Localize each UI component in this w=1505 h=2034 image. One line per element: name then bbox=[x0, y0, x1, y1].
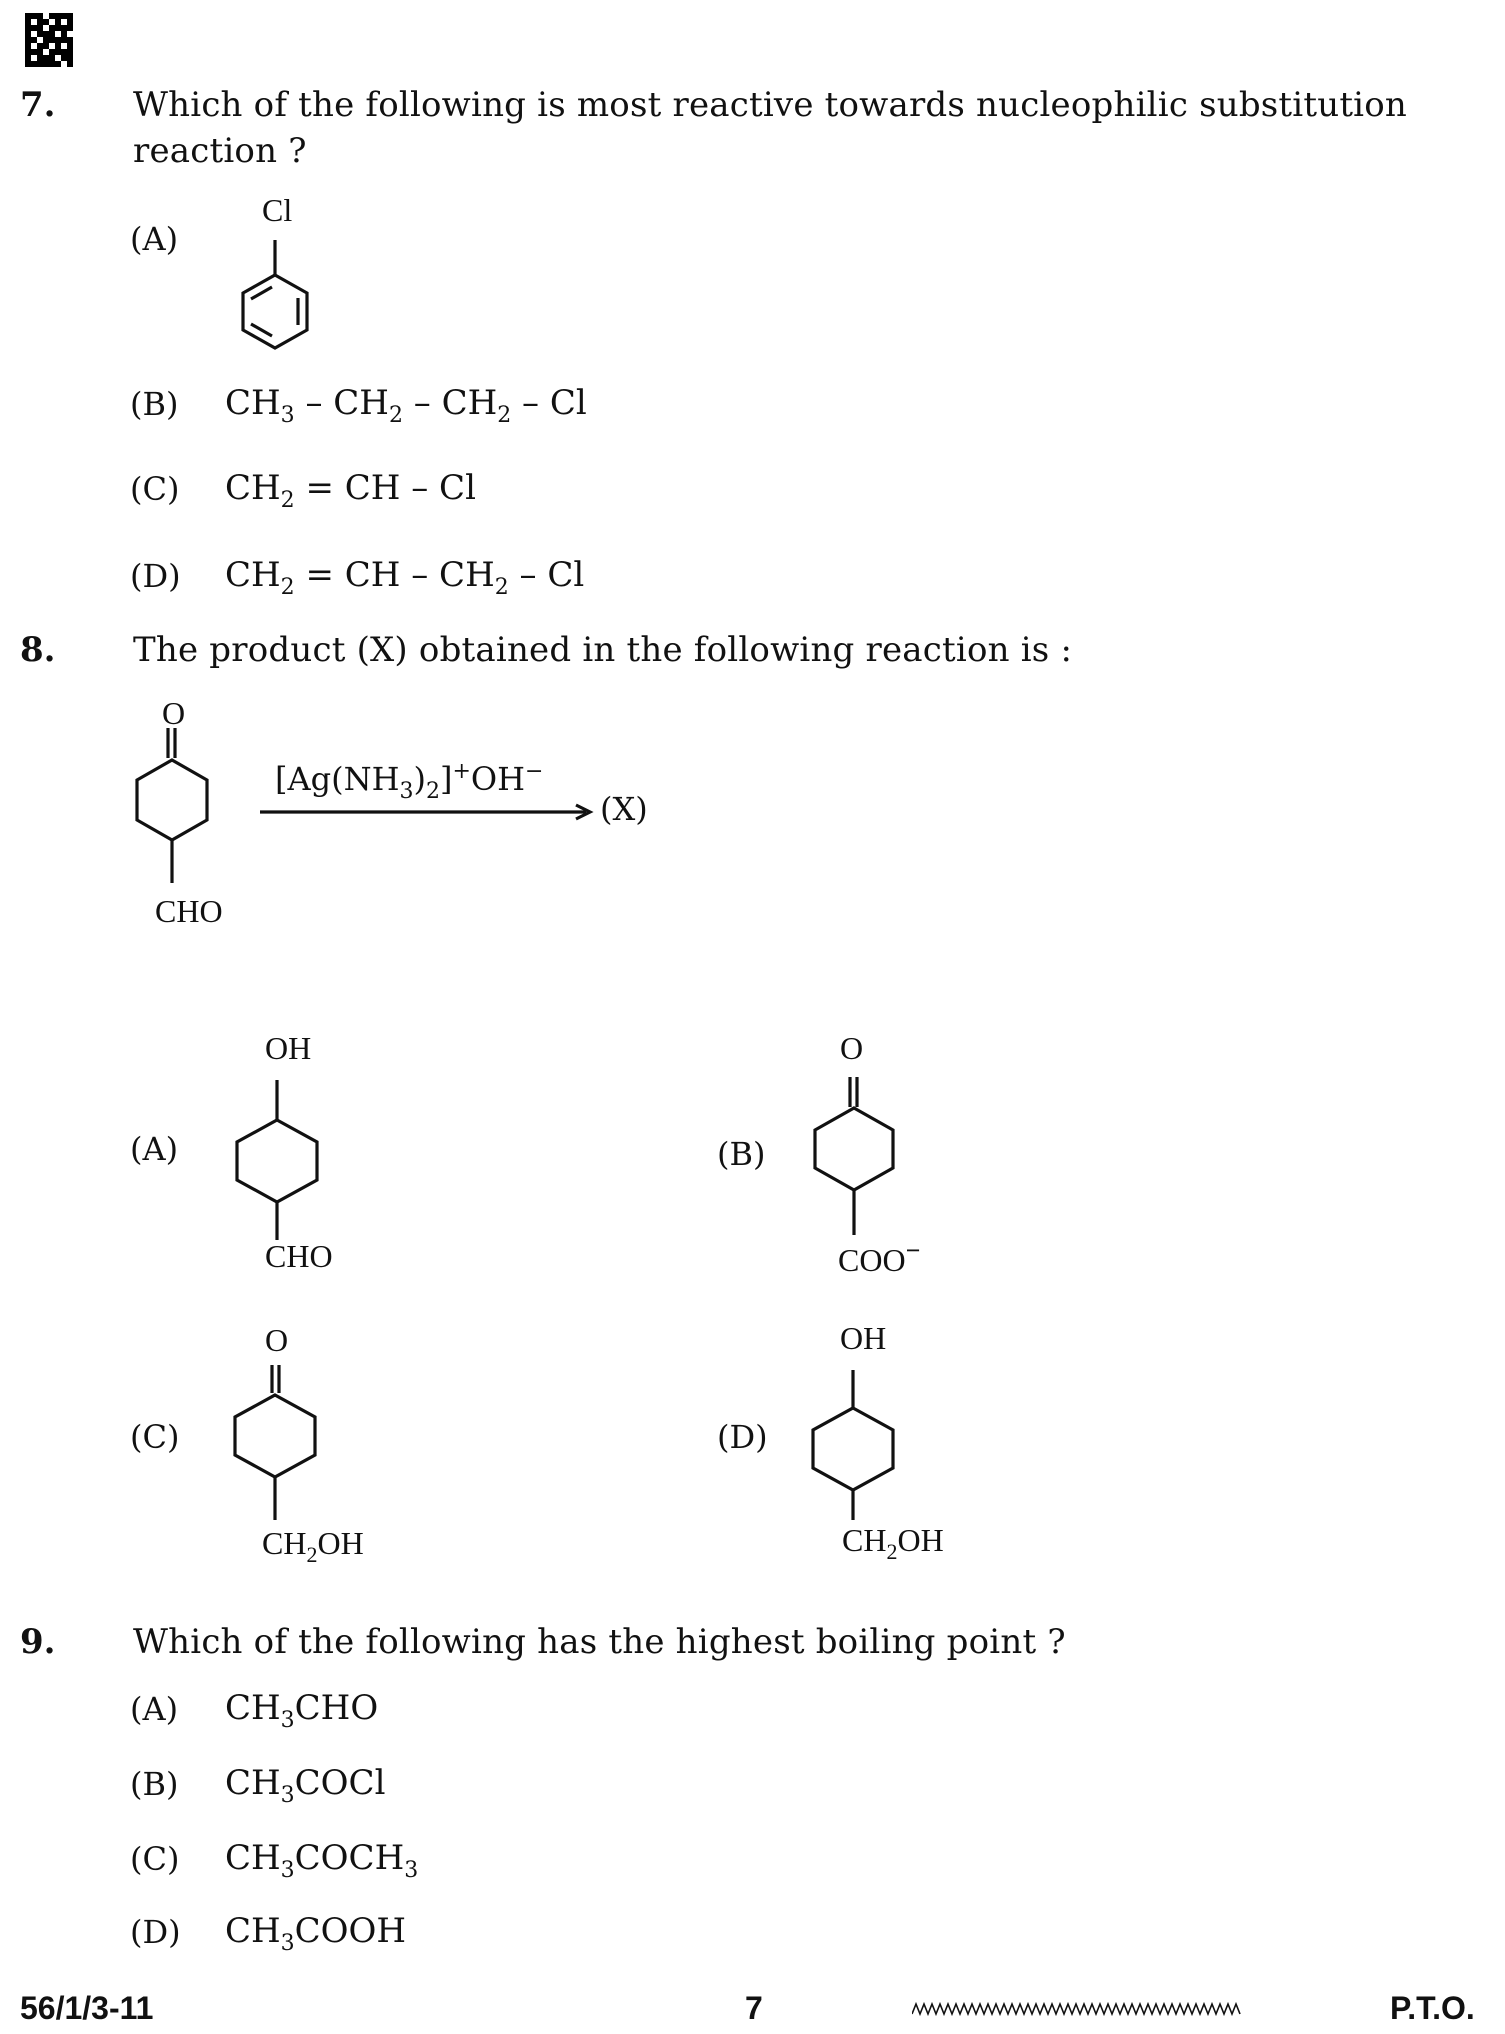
option-label: (A) bbox=[130, 220, 179, 258]
option-formula: CH3COOH bbox=[225, 1911, 407, 1956]
option-a-structure bbox=[235, 1080, 319, 1240]
option-d-structure bbox=[811, 1370, 895, 1520]
option-label: (A) bbox=[130, 1130, 179, 1168]
reactant-structure bbox=[135, 728, 209, 883]
option-label: (D) bbox=[130, 1913, 181, 1951]
chlorobenzene-structure bbox=[241, 240, 309, 350]
hydroxyl-label: OH bbox=[265, 1030, 312, 1066]
question-number: 9. bbox=[20, 1622, 56, 1662]
option-formula: CH3COCH3 bbox=[225, 1838, 419, 1883]
hydroxymethyl-label: CH2OH bbox=[262, 1525, 364, 1567]
option-formula: CH3CHO bbox=[225, 1688, 379, 1733]
reaction-arrow-icon bbox=[260, 803, 594, 821]
pto-label: P.T.O. bbox=[1390, 1990, 1475, 2026]
question-number: 8. bbox=[20, 630, 56, 670]
option-label: (B) bbox=[130, 1765, 179, 1803]
option-label: (C) bbox=[130, 1840, 180, 1878]
option-formula: CH3COCl bbox=[225, 1763, 386, 1808]
oxo-label: O bbox=[840, 1030, 864, 1066]
oxo-label: O bbox=[162, 695, 186, 731]
oxo-label: O bbox=[265, 1322, 289, 1358]
option-label: (C) bbox=[130, 1418, 180, 1456]
option-label: (D) bbox=[130, 557, 181, 595]
question-text: The product (X) obtained in the followin… bbox=[133, 630, 1073, 670]
hydroxymethyl-label: CH2OH bbox=[842, 1522, 944, 1564]
option-label: (B) bbox=[130, 385, 179, 423]
carboxylate-label: COO− bbox=[838, 1236, 921, 1278]
wavy-line-icon bbox=[912, 2001, 1241, 2017]
option-formula: CH2 = CH – CH2 – Cl bbox=[225, 555, 585, 600]
chlorine-label: Cl bbox=[262, 192, 293, 228]
reagent-label: [Ag(NH3)2]+OH− bbox=[275, 759, 544, 804]
option-formula: CH2 = CH – Cl bbox=[225, 468, 476, 513]
option-formula: CH3 – CH2 – CH2 – Cl bbox=[225, 383, 587, 428]
option-label: (C) bbox=[130, 470, 180, 508]
option-label: (A) bbox=[130, 1690, 179, 1728]
product-label: (X) bbox=[600, 790, 648, 828]
option-b-structure bbox=[813, 1077, 895, 1235]
hydroxyl-label: OH bbox=[840, 1320, 887, 1356]
aldehyde-label: CHO bbox=[155, 893, 223, 929]
paper-code: 56/1/3-11 bbox=[20, 1990, 154, 2026]
option-c-structure bbox=[233, 1365, 317, 1520]
option-label: (D) bbox=[717, 1418, 768, 1456]
question-text: Which of the following is most reactive … bbox=[133, 85, 1408, 171]
page-number: 7 bbox=[745, 1990, 763, 2026]
option-label: (B) bbox=[717, 1135, 766, 1173]
question-number: 7. bbox=[20, 85, 56, 125]
aldehyde-label: CHO bbox=[265, 1238, 333, 1274]
question-text: Which of the following has the highest b… bbox=[133, 1622, 1066, 1662]
qr-code-icon bbox=[25, 13, 73, 67]
